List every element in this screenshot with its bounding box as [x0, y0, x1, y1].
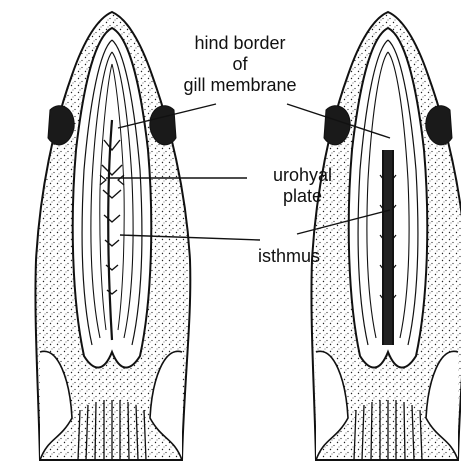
- right-fish-head: [311, 12, 461, 460]
- label-urohyal-plate: urohyal plate: [245, 165, 360, 207]
- label-hind-border: hind border of gill membrane: [170, 33, 310, 96]
- label-isthmus: isthmus: [258, 246, 368, 267]
- label-hind-border-line3: gill membrane: [170, 75, 310, 96]
- label-hind-border-line1: hind border: [170, 33, 310, 54]
- label-urohyal-line2: plate: [245, 186, 360, 207]
- label-hind-border-line2: of: [170, 54, 310, 75]
- label-urohyal-line1: urohyal: [245, 165, 360, 186]
